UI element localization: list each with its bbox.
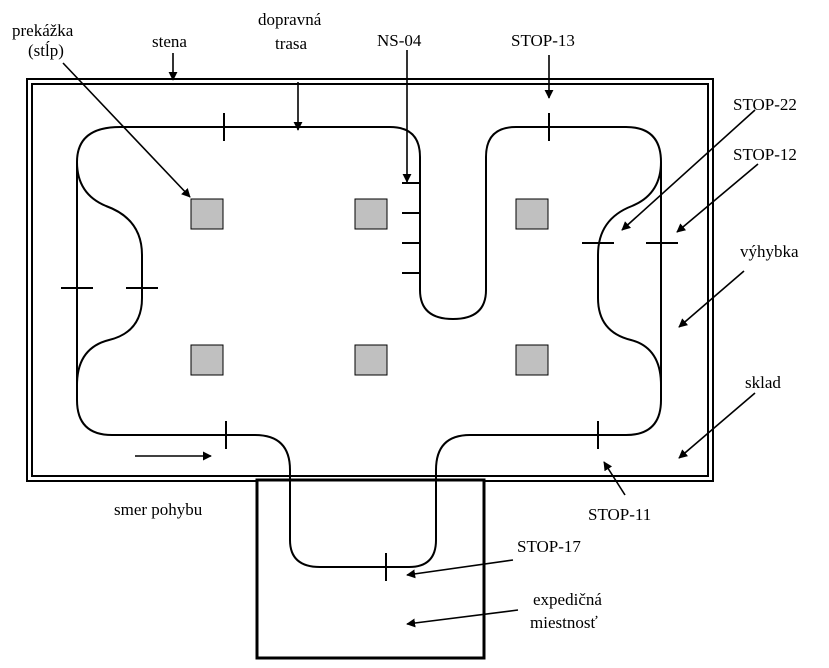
label-warehouse: sklad	[745, 373, 781, 392]
arrow-stop11	[603, 461, 626, 496]
arrow-stop12	[676, 163, 759, 233]
pillar-5	[354, 344, 388, 376]
pillar-1	[190, 198, 224, 230]
right-bypass-track	[597, 161, 662, 386]
label-stop22: STOP-22	[733, 95, 797, 114]
transport-track-outer	[76, 126, 662, 568]
label-ns04: NS-04	[377, 31, 422, 50]
pillar-3	[515, 198, 549, 230]
warehouse-wall-inner	[31, 83, 709, 477]
arrow-dispatch	[406, 609, 519, 628]
label-obstacle-line2: (stĺp)	[28, 41, 64, 60]
left-bypass-track	[76, 161, 143, 386]
label-track-line2: trasa	[275, 34, 308, 53]
arrow-stop17	[406, 559, 514, 579]
pillar-4	[190, 344, 224, 376]
label-switch: výhybka	[740, 242, 799, 261]
pillar-6	[515, 344, 549, 376]
label-stop12: STOP-12	[733, 145, 797, 164]
label-obstacle-line1: prekážka	[12, 21, 74, 40]
label-dispatch-line1: expedičná	[533, 590, 602, 609]
label-dispatch-line2: miestnosť	[530, 613, 598, 632]
arrow-switch	[678, 270, 745, 328]
arrow-stop22	[621, 109, 756, 231]
arrow-obstacle	[62, 62, 191, 198]
label-stop13: STOP-13	[511, 31, 575, 50]
warehouse-wall-outer	[26, 78, 714, 482]
label-direction: smer pohybu	[114, 500, 203, 519]
label-stop17: STOP-17	[517, 537, 581, 556]
label-wall: stena	[152, 32, 187, 51]
label-track-line1: dopravná	[258, 10, 322, 29]
label-stop11: STOP-11	[588, 505, 651, 524]
pillar-2	[354, 198, 388, 230]
arrow-warehouse	[678, 392, 756, 459]
